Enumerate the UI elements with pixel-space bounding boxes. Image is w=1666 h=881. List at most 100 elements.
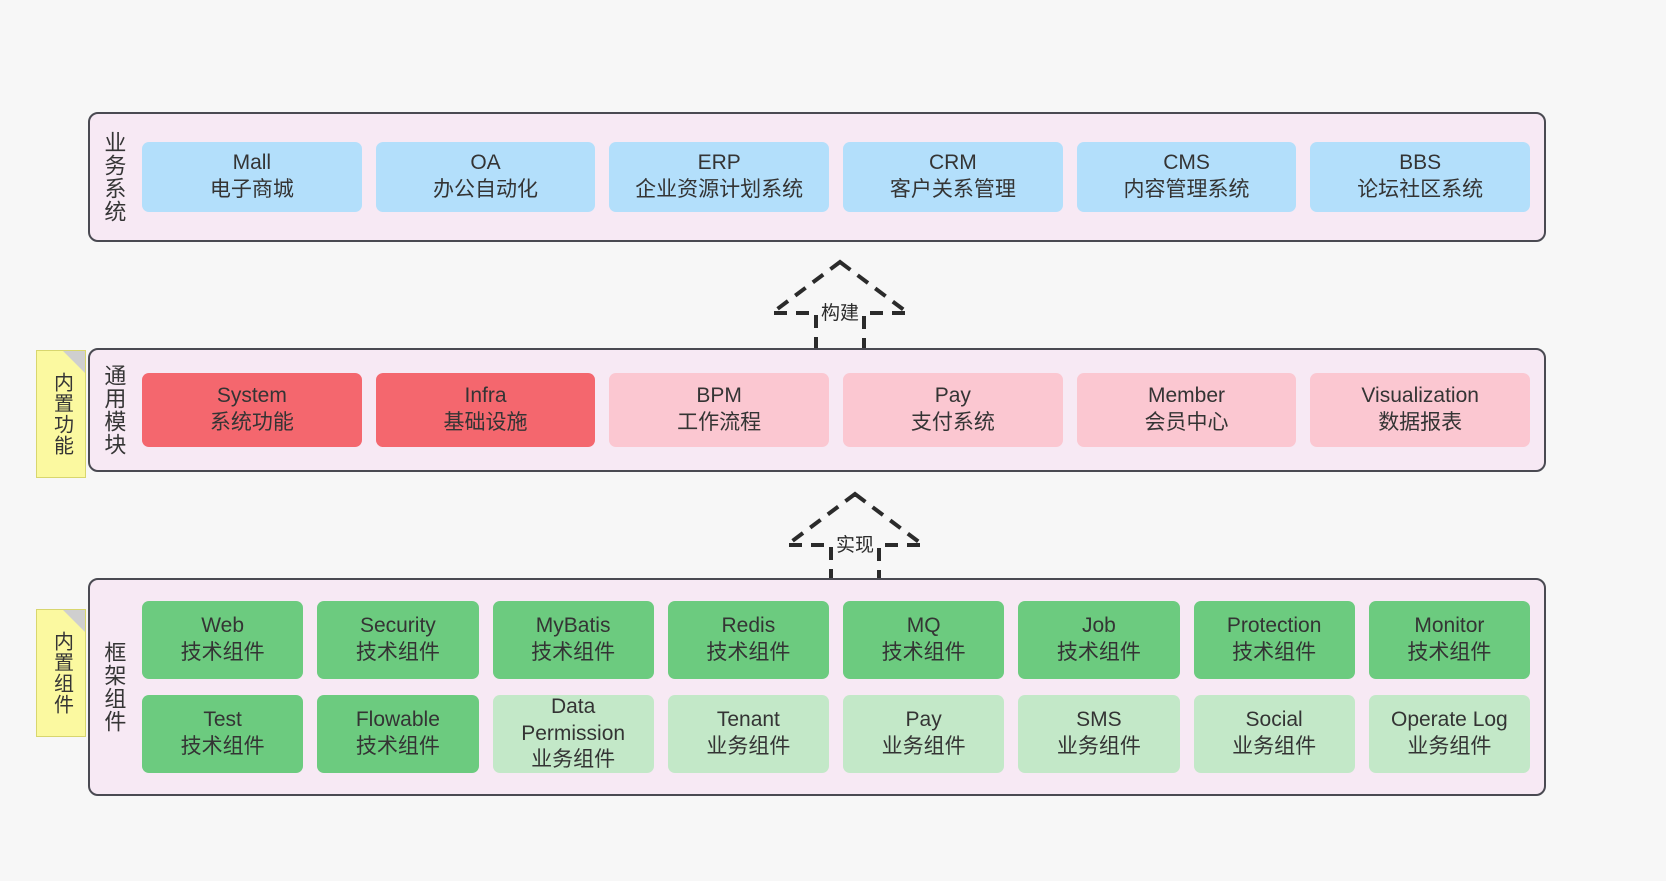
card-title: Operate Log [1390, 708, 1508, 732]
card-crm[interactable]: CRM 客户关系管理 [843, 142, 1063, 212]
card-title: SMS [1076, 708, 1122, 732]
card-subtitle: 基础设施 [443, 411, 528, 434]
card-title: Social [1245, 708, 1303, 732]
card-title: Infra [464, 384, 507, 408]
card-cms[interactable]: CMS 内容管理系统 [1076, 142, 1297, 212]
card-subtitle: 会员中心 [1144, 411, 1229, 434]
card-mall[interactable]: Mall 电子商城 [142, 142, 362, 212]
card-subtitle: 技术组件 [180, 641, 265, 664]
card-title: Job [1081, 614, 1116, 638]
card-erp[interactable]: ERP 企业资源计划系统 [609, 142, 830, 212]
card-bbs[interactable]: BBS 论坛社区系统 [1310, 142, 1531, 212]
card-title: Pay [905, 708, 942, 732]
card-protection[interactable]: Protection 技术组件 [1193, 601, 1355, 679]
card-row: Web 技术组件 Security 技术组件 MyBatis 技术组件 Redi… [142, 601, 1530, 679]
card-subtitle: 数据报表 [1378, 411, 1463, 434]
card-title: CMS [1163, 151, 1210, 175]
card-system[interactable]: System 系统功能 [142, 373, 362, 447]
card-title: Visualization [1361, 384, 1479, 408]
note-builtin-component: 内置组件 [36, 609, 86, 737]
card-bpm[interactable]: BPM 工作流程 [609, 373, 830, 447]
card-infra[interactable]: Infra 基础设施 [375, 373, 596, 447]
card-title: Redis [721, 614, 776, 638]
note-label: 内置组件 [50, 631, 73, 715]
card-subtitle: 论坛社区系统 [1357, 178, 1484, 201]
card-sms[interactable]: SMS 业务组件 [1018, 695, 1180, 773]
card-oa[interactable]: OA 办公自动化 [375, 142, 596, 212]
card-visualization[interactable]: Visualization 数据报表 [1310, 373, 1531, 447]
layer-title-framework-component: 框架组件 [101, 641, 127, 733]
card-title: Security [359, 614, 436, 638]
card-redis[interactable]: Redis 技术组件 [667, 601, 829, 679]
card-title: BBS [1399, 151, 1442, 175]
card-subtitle: 企业资源计划系统 [635, 178, 804, 201]
connector-build-label: 构建 [820, 303, 860, 324]
card-subtitle: 技术组件 [881, 641, 966, 664]
card-subtitle: 内容管理系统 [1123, 178, 1250, 201]
card-job[interactable]: Job 技术组件 [1018, 601, 1180, 679]
connector-realize: 实现 [775, 490, 935, 587]
card-subtitle: 客户关系管理 [889, 178, 1016, 201]
card-subtitle: 工作流程 [677, 411, 762, 434]
card-title: MQ [906, 614, 941, 638]
card-security[interactable]: Security 技术组件 [317, 601, 479, 679]
card-tenant[interactable]: Tenant 业务组件 [667, 695, 829, 773]
card-subtitle: 技术组件 [531, 641, 616, 664]
card-subtitle: 业务组件 [1232, 735, 1317, 758]
card-title: Tenant [716, 708, 780, 732]
card-title: Monitor [1414, 614, 1485, 638]
card-title: Web [201, 614, 245, 638]
card-title: Mall [232, 151, 272, 175]
card-monitor[interactable]: Monitor 技术组件 [1368, 601, 1530, 679]
layer-body-business-system: Mall 电子商城 OA 办公自动化 ERP 企业资源计划系统 CRM 客户关系… [136, 114, 1544, 240]
card-subtitle: 技术组件 [1232, 641, 1317, 664]
note-builtin-function: 内置功能 [36, 350, 86, 478]
layer-framework-component: 框架组件 Web 技术组件 Security 技术组件 MyBatis 技术组件… [88, 578, 1546, 796]
card-subtitle: 电子商城 [209, 178, 294, 201]
card-subtitle: 业务组件 [1407, 735, 1492, 758]
card-subtitle: 技术组件 [1056, 641, 1141, 664]
card-pay[interactable]: Pay 支付系统 [843, 373, 1063, 447]
card-subtitle: 业务组件 [1056, 735, 1141, 758]
layer-business-system: 业务系统 Mall 电子商城 OA 办公自动化 ERP 企业资源计划系统 CRM… [88, 112, 1546, 242]
card-subtitle: 业务组件 [706, 735, 791, 758]
layer-title-business-system: 业务系统 [101, 131, 127, 223]
card-social[interactable]: Social 业务组件 [1193, 695, 1355, 773]
card-mq[interactable]: MQ 技术组件 [843, 601, 1005, 679]
card-row: Mall 电子商城 OA 办公自动化 ERP 企业资源计划系统 CRM 客户关系… [142, 142, 1531, 212]
card-row: Test 技术组件 Flowable 技术组件 Data Permission … [142, 695, 1530, 773]
card-subtitle: 技术组件 [706, 641, 791, 664]
card-subtitle: 业务组件 [531, 748, 616, 772]
card-web[interactable]: Web 技术组件 [142, 601, 304, 679]
card-title: Pay [934, 384, 971, 408]
card-subtitle: 技术组件 [355, 641, 440, 664]
layer-body-framework-component: Web 技术组件 Security 技术组件 MyBatis 技术组件 Redi… [136, 580, 1544, 794]
card-row: System 系统功能 Infra 基础设施 BPM 工作流程 Pay 支付系统… [142, 373, 1531, 447]
card-pay-business[interactable]: Pay 业务组件 [843, 695, 1005, 773]
card-operate-log[interactable]: Operate Log 业务组件 [1368, 695, 1530, 773]
card-title: System [216, 384, 287, 408]
note-fold-icon [63, 610, 85, 632]
card-member[interactable]: Member 会员中心 [1076, 373, 1297, 447]
card-title: BPM [696, 384, 742, 408]
card-mybatis[interactable]: MyBatis 技术组件 [492, 601, 654, 679]
layer-body-common-module: System 系统功能 Infra 基础设施 BPM 工作流程 Pay 支付系统… [136, 350, 1544, 470]
connector-realize-label: 实现 [835, 535, 875, 556]
card-title: CRM [928, 151, 977, 175]
layer-title-common-module: 通用模块 [101, 364, 127, 456]
card-title: Member [1148, 384, 1226, 408]
card-subtitle: 系统功能 [209, 411, 294, 434]
card-flowable[interactable]: Flowable 技术组件 [317, 695, 479, 773]
card-subtitle: 技术组件 [180, 735, 265, 758]
card-subtitle: 支付系统 [910, 411, 995, 434]
card-test[interactable]: Test 技术组件 [142, 695, 304, 773]
card-title: Test [203, 708, 242, 732]
card-subtitle: 技术组件 [355, 735, 440, 758]
layer-common-module: 通用模块 System 系统功能 Infra 基础设施 BPM 工作流程 Pay… [88, 348, 1546, 472]
card-title: ERP [697, 151, 741, 175]
card-data-permission[interactable]: Data Permission 业务组件 [492, 694, 654, 773]
card-title: OA [470, 151, 501, 175]
note-label: 内置功能 [50, 372, 73, 456]
card-title: Data Permission [521, 694, 626, 745]
